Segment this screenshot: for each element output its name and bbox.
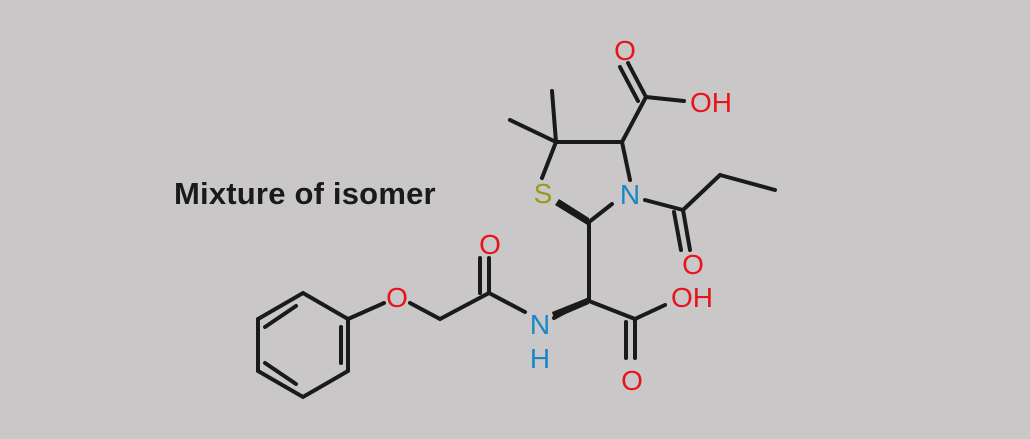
side-chain-bonds	[346, 256, 589, 321]
atom-ring-n: N	[620, 179, 640, 210]
wedge-bond-ring	[555, 199, 589, 226]
atom-propanoyl-o: O	[682, 249, 704, 280]
gem-dimethyl	[508, 89, 558, 144]
atom-amine-n: N	[530, 309, 550, 340]
atom-sulfur: S	[534, 178, 553, 209]
upper-carboxyl-bonds	[618, 61, 686, 144]
atom-carboxyl-bottom-oh: OH	[671, 282, 713, 313]
atom-carboxyl-top-oh: OH	[690, 87, 732, 118]
caption-text: Mixture of isomer	[174, 176, 436, 211]
atom-amide-o: O	[479, 229, 501, 260]
benzene-ring	[256, 290, 350, 400]
atom-amine-h: H	[530, 343, 550, 374]
atom-carboxyl-top-o: O	[614, 35, 636, 66]
atom-ether-o: O	[386, 282, 408, 313]
atom-carboxyl-bottom-o: O	[621, 365, 643, 396]
wedge-bond	[552, 298, 589, 319]
thiazolidine-ring	[540, 140, 632, 224]
lower-carboxyl-bonds	[587, 299, 667, 360]
propanoyl-bonds	[643, 173, 777, 252]
